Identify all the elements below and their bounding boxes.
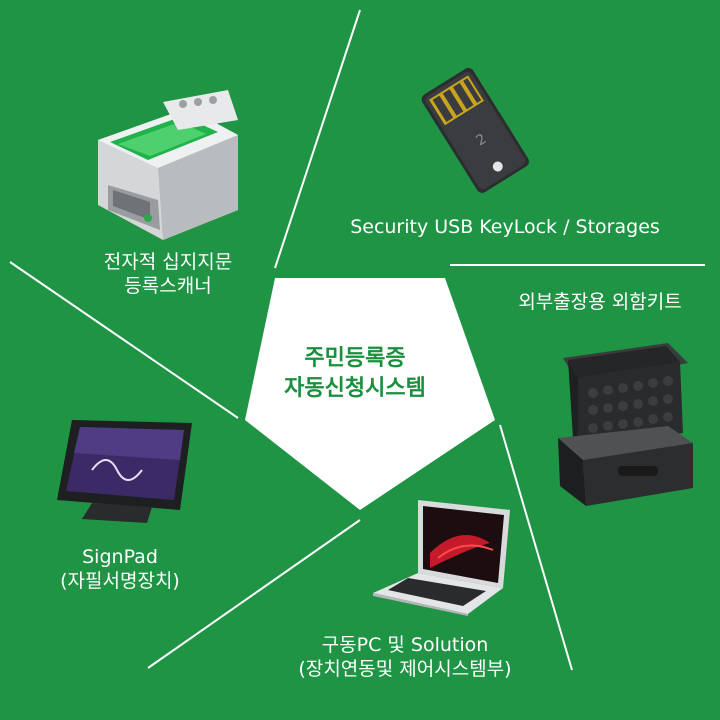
- laptop-label-line2: (장치연동및 제어시스템부): [298, 658, 512, 680]
- signpad-label-line1: SignPad: [82, 546, 158, 568]
- fingerprint-scanner-label: 전자적 십지지문 등록스캐너: [88, 250, 248, 298]
- carrying-case-label-line1: 외부출장용 외함키트: [518, 291, 682, 313]
- fingerprint-scanner-label-line2: 등록스캐너: [124, 275, 212, 297]
- usb-keylock-label: Security USB KeyLock / Storages: [330, 215, 680, 239]
- laptop-icon: [373, 500, 510, 616]
- carrying-case-label: 외부출장용 외함키트: [500, 290, 700, 314]
- signpad-label: SignPad (자필서명장치): [40, 545, 200, 593]
- center-title: 주민등록증 자동신청시스템: [250, 344, 460, 404]
- fingerprint-scanner-icon: [98, 90, 238, 240]
- center-title-line1: 주민등록증: [304, 346, 406, 371]
- signpad-label-line2: (자필서명장치): [60, 570, 180, 592]
- center-pentagon: [245, 278, 495, 510]
- laptop-label-line1: 구동PC 및 Solution: [321, 634, 489, 656]
- laptop-label: 구동PC 및 Solution (장치연동및 제어시스템부): [275, 633, 535, 681]
- carrying-case-icon: [558, 343, 693, 506]
- usb-keylock-icon: 2: [421, 68, 529, 193]
- fingerprint-scanner-label-line1: 전자적 십지지문: [103, 251, 233, 273]
- usb-keylock-label-line1: Security USB KeyLock / Storages: [350, 216, 660, 238]
- center-title-line2: 자동신청시스템: [284, 376, 426, 401]
- signpad-icon: [57, 420, 192, 523]
- divider-line-bottom-left: [147, 519, 361, 669]
- divider-line-bottom-right: [499, 424, 573, 671]
- divider-line-top: [274, 9, 361, 269]
- divider-line-left: [9, 261, 239, 419]
